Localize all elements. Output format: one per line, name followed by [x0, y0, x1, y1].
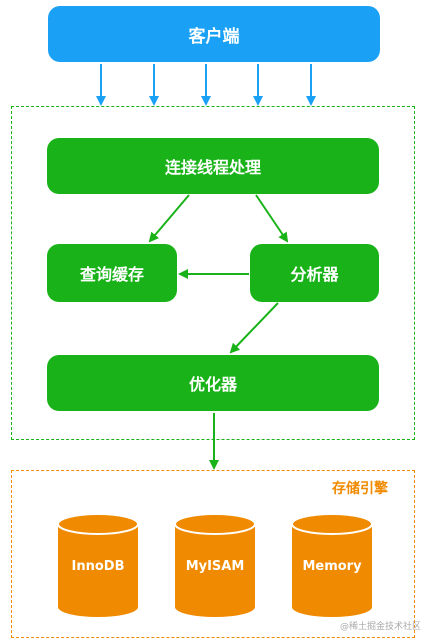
innodb-cylinder — [57, 513, 139, 617]
conn-to-cache-arrow — [148, 194, 190, 243]
storage-engine-frame — [11, 470, 415, 638]
parser-label: 分析器 — [290, 265, 339, 284]
query-cache-box: 查询缓存 — [47, 244, 177, 302]
optimizer-label: 优化器 — [188, 375, 237, 394]
memory-cylinder — [291, 513, 373, 617]
connection-handler-box: 连接线程处理 — [47, 138, 379, 194]
query-cache-label: 查询缓存 — [79, 265, 144, 284]
parser-box: 分析器 — [250, 244, 379, 302]
storage-engine-title: 存储引擎 — [332, 481, 388, 497]
conn-to-parser-arrow — [255, 194, 289, 243]
client-to-server-arrows — [96, 64, 316, 106]
client-box: 客户端 — [48, 6, 380, 62]
client-label: 客户端 — [188, 26, 240, 47]
engine-cylinders — [57, 513, 373, 617]
connection-handler-label: 连接线程处理 — [164, 158, 261, 177]
innodb-label: InnoDB — [71, 559, 125, 574]
myisam-label: MyISAM — [185, 559, 245, 574]
optimizer-box: 优化器 — [47, 355, 379, 411]
parser-to-optimizer-arrow — [229, 302, 279, 354]
memory-label: Memory — [302, 559, 362, 574]
watermark-text: @稀土掘金技术社区 — [340, 622, 422, 632]
myisam-cylinder — [174, 513, 256, 617]
